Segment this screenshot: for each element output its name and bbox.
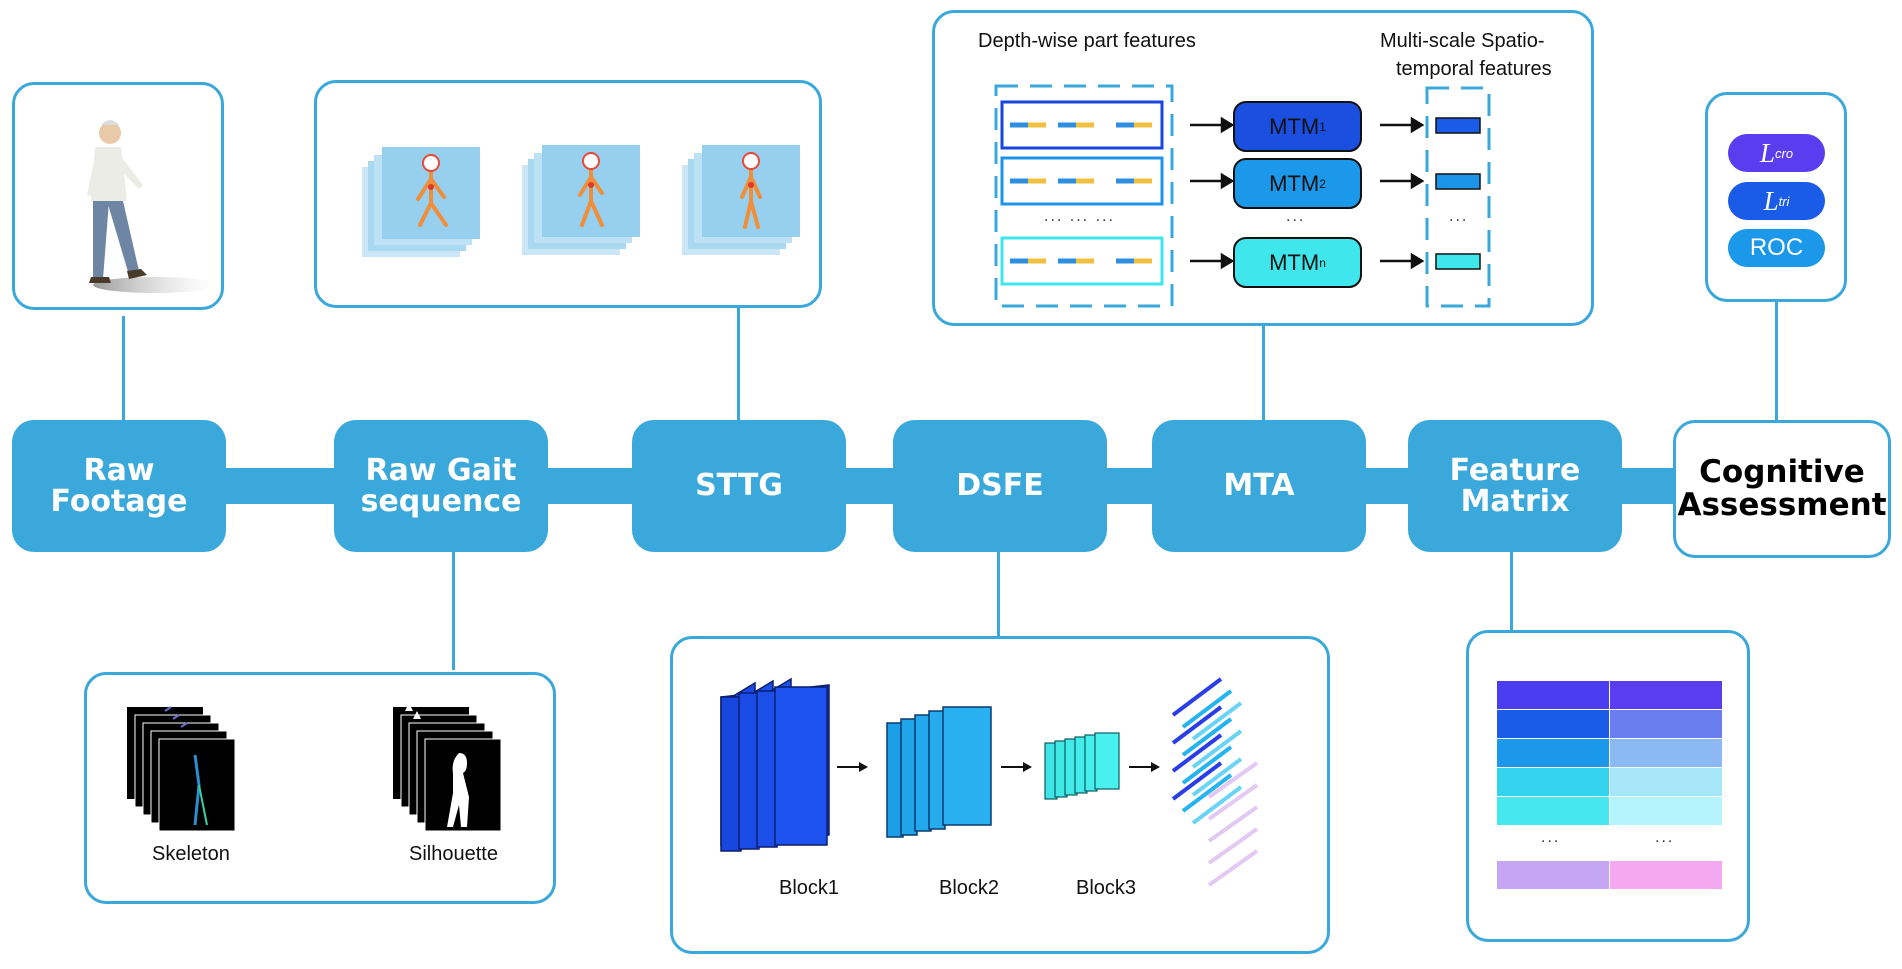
stage-raw-gait-sequence: Raw Gait sequence: [334, 420, 548, 552]
skeleton-label: Skeleton: [152, 843, 230, 865]
feature-matrix-grid: [1497, 681, 1722, 889]
block2-layers: [886, 706, 992, 838]
mtm-n-label: MTM: [1269, 249, 1320, 275]
mtm-ellipsis: ...: [1286, 208, 1306, 225]
connector-dsfe: [997, 550, 1000, 637]
dsfe-panel: Block1 Block2 Block3: [670, 636, 1330, 954]
loss-cro-symbol: L: [1759, 137, 1775, 168]
multiscale-title-line1: Multi-scale Spatio-: [1380, 30, 1545, 52]
matrix-ellipsis-right: ...: [1655, 829, 1675, 846]
connector-raw-footage: [122, 316, 125, 426]
skeleton-silhouette-frames: [127, 703, 502, 832]
block1-label: Block1: [779, 877, 840, 899]
stage-raw-footage: Raw Footage: [12, 420, 226, 552]
connector-raw-gait: [452, 550, 455, 670]
connector-sttg: [737, 256, 740, 426]
mtm-1-label: MTM: [1269, 113, 1320, 139]
roc-pill: ROC: [1728, 229, 1825, 267]
mtm-2-sub: 2: [1319, 176, 1326, 191]
connector-mta: [1262, 326, 1265, 426]
stage-feature-matrix: Feature Matrix: [1408, 420, 1622, 552]
part-features-ellipsis: ... ... ...: [1044, 208, 1115, 225]
connector-feature-matrix: [1510, 550, 1513, 630]
gait-graph-frames: [362, 145, 800, 257]
stage-mta: MTA: [1152, 420, 1366, 552]
block2-label: Block2: [939, 877, 1000, 899]
mtm-2-label: MTM: [1269, 170, 1320, 196]
silhouette-label: Silhouette: [409, 843, 498, 865]
feature-matrix-panel: ... ...: [1466, 630, 1750, 942]
raw-footage-panel: [12, 82, 224, 310]
depth-wise-title: Depth-wise part features: [978, 30, 1196, 52]
multiscale-ellipsis: ...: [1449, 208, 1469, 225]
gait-sequence-panel: Skeleton Silhouette: [84, 672, 556, 904]
matrix-ellipsis-left: ...: [1541, 829, 1561, 846]
stage-sttg: STTG: [632, 420, 846, 552]
skeleton-stack: [127, 706, 236, 832]
mtm-n-sub: n: [1319, 255, 1326, 270]
loss-tri-symbol: L: [1763, 185, 1779, 216]
walking-person-illustration: [87, 120, 217, 293]
silhouette-stack: [393, 703, 502, 832]
mta-feature-diagram: [994, 84, 1491, 308]
sttg-panel: [314, 80, 822, 308]
stage-cognitive-assessment: Cognitive Assessment: [1673, 420, 1891, 558]
loss-tri-sub: tri: [1778, 193, 1790, 209]
dsfe-blocks-diagram: [720, 677, 1259, 887]
connector-cognitive: [1775, 302, 1778, 424]
mtm-1-sub: 1: [1319, 119, 1326, 134]
feature-stripes: [1171, 677, 1259, 887]
block3-layers: [1044, 732, 1120, 800]
loss-cro-sub: cro: [1774, 145, 1794, 161]
block3-label: Block3: [1076, 877, 1137, 899]
multiscale-title-line2: temporal features: [1396, 58, 1552, 80]
block1-layers: [720, 677, 830, 852]
stage-dsfe: DSFE: [893, 420, 1107, 552]
